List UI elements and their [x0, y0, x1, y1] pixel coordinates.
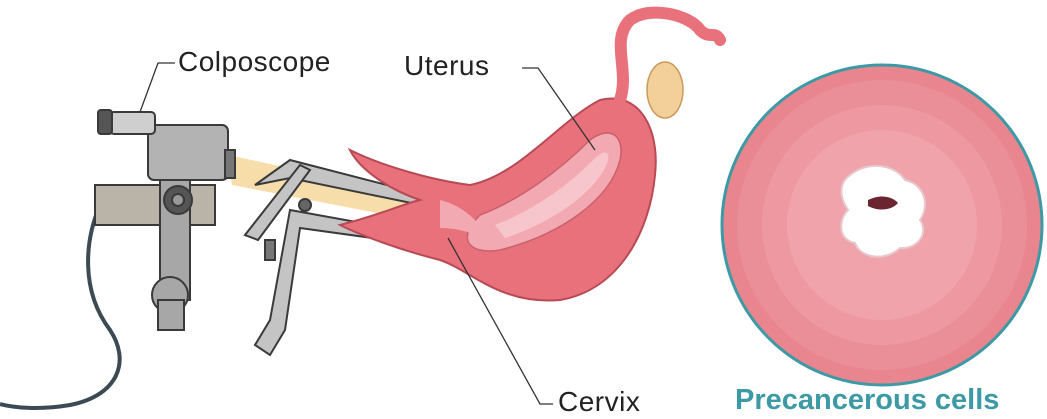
ovary	[647, 62, 683, 118]
colposcope-cable	[0, 205, 120, 408]
precancerous-cells-caption: Precancerous cells	[735, 384, 999, 417]
colposcope-leader	[140, 63, 175, 112]
cervix-label: Cervix	[558, 386, 640, 418]
cervix-closeup	[722, 65, 1042, 385]
uterus-label: Uterus	[404, 50, 489, 82]
colposcope	[95, 110, 235, 330]
colposcope-label: Colposcope	[178, 46, 331, 78]
